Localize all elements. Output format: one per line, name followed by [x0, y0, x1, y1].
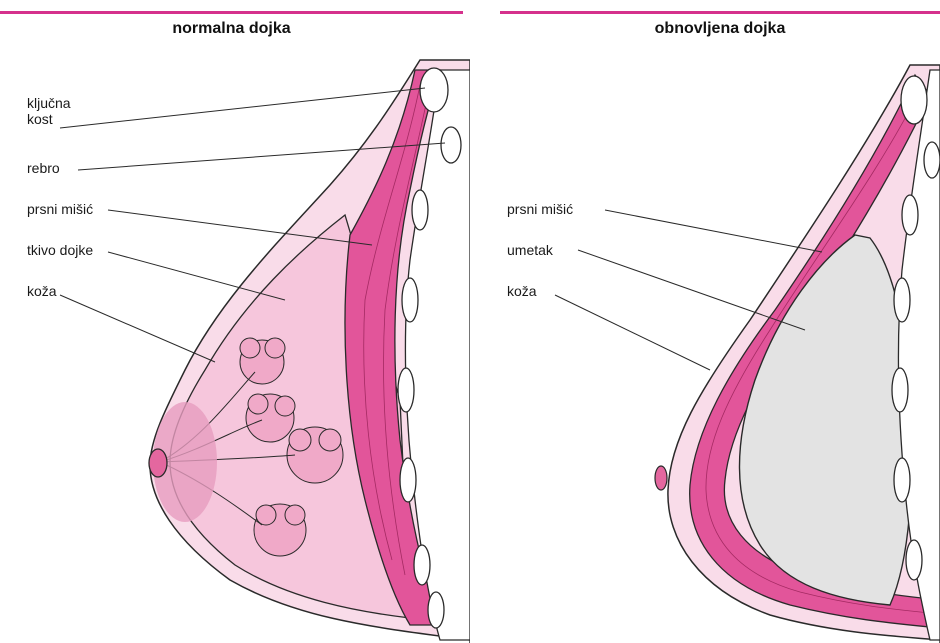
nipple	[149, 449, 167, 477]
label-pectoral-muscle: prsni mišić	[507, 201, 573, 217]
label-rib: rebro	[27, 160, 60, 176]
reconstructed-breast-illustration	[470, 0, 940, 643]
label-skin: koža	[27, 283, 57, 299]
reconstructed-breast-panel: obnovljena dojka prsni mišić	[470, 0, 940, 643]
label-pectoral-muscle: prsni mišić	[27, 201, 93, 217]
label-breast-tissue: tkivo dojke	[27, 242, 93, 258]
breast-implant	[739, 235, 911, 605]
label-clavicle: ključna kost	[27, 95, 71, 127]
nipple	[655, 466, 667, 490]
label-clavicle-line1: ključna	[27, 95, 71, 111]
label-skin: koža	[507, 283, 537, 299]
normal-breast-panel: normalna dojka	[0, 0, 470, 643]
label-implant: umetak	[507, 242, 553, 258]
label-clavicle-line2: kost	[27, 111, 71, 127]
